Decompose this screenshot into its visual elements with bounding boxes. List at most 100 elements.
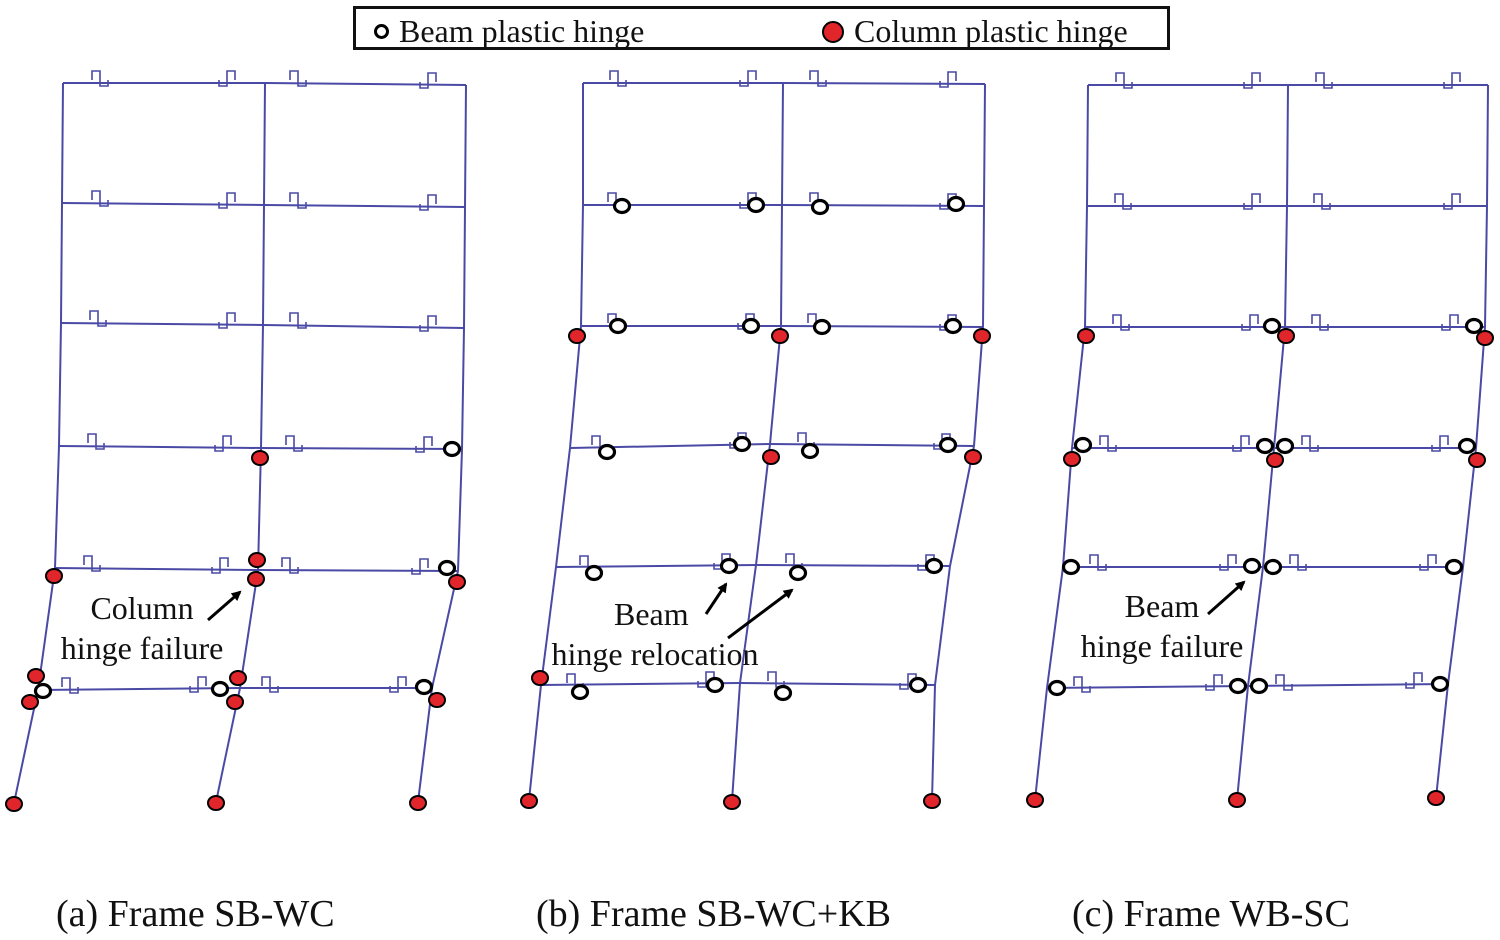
beam-plastic-hinge [597, 443, 617, 461]
column [931, 684, 936, 801]
frame-c-annotation-line2: hinge failure [1080, 628, 1244, 664]
column [1262, 447, 1275, 568]
column-plastic-hinge [1277, 328, 1295, 344]
moment-release-symbol [1301, 435, 1319, 452]
beam [755, 564, 951, 567]
column [58, 322, 62, 447]
beam [1247, 683, 1449, 687]
frame-b-caption: (b) Frame SB-WC+KB [536, 893, 891, 935]
moment-release-symbol [419, 194, 437, 211]
beam-plastic-hinge [1047, 679, 1067, 697]
legend-column-label: Column plastic hinge [854, 13, 1128, 49]
column [1475, 326, 1486, 449]
moment-release-symbol [1241, 314, 1259, 331]
column-plastic-hinge [531, 670, 549, 686]
column [983, 83, 986, 207]
beam-plastic-hinge [812, 318, 832, 336]
legend-column-hinge: Column plastic hinge [822, 13, 1128, 50]
beam-plastic-hinge [33, 682, 53, 700]
moment-release-symbol [1115, 72, 1133, 89]
column [1062, 447, 1073, 568]
beam-plastic-hinge [1464, 317, 1484, 335]
beam [58, 445, 262, 449]
moment-release-symbol [261, 676, 279, 693]
column-plastic-hinge [1468, 452, 1486, 468]
moment-release-symbol [61, 677, 79, 694]
column [260, 324, 264, 449]
column-plastic-hinge [229, 670, 247, 686]
beam-plastic-hinge [584, 564, 604, 582]
column [569, 325, 582, 449]
column [457, 448, 463, 572]
beam-plastic-hinge [705, 676, 725, 694]
beam [264, 82, 467, 86]
frame-c-drawing [1026, 72, 1494, 808]
beam [257, 569, 459, 572]
column [60, 202, 63, 324]
column [731, 682, 741, 802]
beam [260, 447, 463, 450]
column [431, 570, 459, 689]
moment-release-symbol [1431, 435, 1449, 452]
moment-release-symbol [91, 190, 109, 207]
column-plastic-hinge [226, 694, 244, 710]
column [1084, 205, 1088, 328]
frame-a-caption: (a) Frame SB-WC [56, 893, 335, 935]
column-plastic-hinge [1476, 330, 1494, 346]
frame-c-caption: (c) Frame WB-SC [1072, 893, 1350, 935]
beam [263, 204, 466, 208]
moment-release-symbol [1405, 672, 1423, 689]
moment-release-symbol [1232, 435, 1250, 452]
column-plastic-hinge [207, 795, 225, 811]
column [54, 445, 60, 569]
moment-release-symbol [939, 71, 957, 88]
column-plastic-hinge [45, 568, 63, 584]
column [769, 325, 782, 445]
beam-plastic-hinge [1263, 558, 1283, 576]
column-plastic-hinge [409, 795, 427, 811]
moment-release-symbol [289, 192, 307, 209]
beam-plastic-hinge [1444, 558, 1464, 576]
column [464, 84, 467, 208]
moment-release-symbol [419, 315, 437, 332]
column [262, 204, 265, 326]
beam-plastic-hinge [719, 557, 739, 575]
column-plastic-hinge [520, 793, 538, 809]
column [934, 565, 951, 686]
moment-release-symbol [289, 70, 307, 87]
column-plastic-hinge [923, 793, 941, 809]
beam-plastic-hinge [437, 559, 457, 577]
column [1086, 84, 1089, 207]
column-plastic-hinge [1427, 790, 1445, 806]
column-plastic-hinge [1077, 328, 1095, 344]
frame-a-arrow [207, 590, 242, 622]
beam [1046, 685, 1249, 689]
beam [61, 202, 265, 206]
moment-release-symbol [1219, 554, 1237, 571]
column-plastic-hinge [723, 794, 741, 810]
moment-release-symbol [1114, 193, 1132, 210]
legend-beam-label: Beam plastic hinge [399, 13, 645, 49]
moment-release-symbol [1443, 193, 1461, 210]
moment-release-symbol [1419, 554, 1437, 571]
beam-plastic-hinge [1457, 437, 1477, 455]
moment-release-symbol [419, 72, 437, 89]
column [61, 82, 64, 204]
column-plastic-hinge [428, 692, 446, 708]
beam-plastic-hinge [1073, 436, 1093, 454]
beam-plastic-hinge [1242, 557, 1262, 575]
column [1071, 326, 1086, 449]
moment-release-symbol [767, 671, 785, 688]
column-plastic-hinge [1063, 451, 1081, 467]
moment-release-symbol [1073, 676, 1091, 693]
moment-release-symbol [218, 70, 236, 87]
column [540, 566, 557, 686]
beam [739, 682, 936, 686]
frame-a-annotation-line2: hinge failure [60, 630, 224, 666]
column [263, 82, 266, 206]
moment-release-symbol [1099, 435, 1117, 452]
moment-release-symbol [1112, 314, 1130, 331]
legend: Beam plastic hinge Column plastic hinge [353, 6, 1170, 50]
beam-plastic-hinge [908, 676, 928, 694]
column [1284, 205, 1288, 328]
